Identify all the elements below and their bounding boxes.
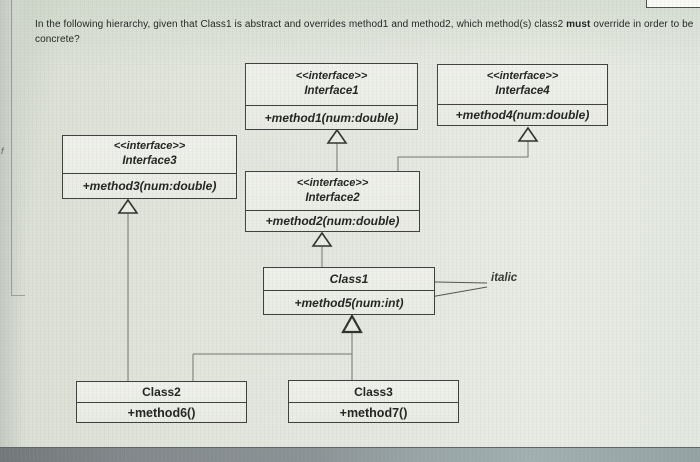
underlying-window-corner: [11, 295, 25, 296]
screen-left-edge: [0, 0, 26, 448]
question-must-emphasis: must: [566, 19, 591, 30]
edge-artifact-text: f: [1, 146, 4, 156]
method-label: +method6(): [127, 405, 196, 420]
connector-class2-class3-to-class1: [192, 332, 353, 381]
uml-box-interface2: <<interface>> Interface2 +method2(num:do…: [245, 171, 420, 232]
class-name-label: Class2: [142, 385, 181, 399]
uml-box-header: <<interface>> Interface4: [438, 65, 607, 105]
uml-box-class3: Class3 +method7(): [288, 380, 459, 423]
uml-box-class1: Class1 +method5(num:int): [263, 267, 435, 315]
stereotype-label: <<interface>>: [295, 70, 368, 83]
uml-box-header: Class1: [264, 268, 434, 291]
generalization-arrow-icon: [311, 231, 333, 247]
stereotype-label: <<interface>>: [296, 176, 369, 189]
generalization-arrow-icon: [326, 128, 348, 144]
connector-interface2-to-interface4: [397, 141, 529, 172]
uml-box-header: Class3: [289, 381, 458, 403]
class-name-label: Class1: [329, 272, 369, 286]
generalization-arrow-icon: [517, 126, 539, 142]
method-label: +method1(num:double): [264, 110, 399, 125]
question-text-after: override in order to be concrete?: [35, 19, 694, 45]
uml-box-header: <<interface>> Interface3: [63, 136, 236, 174]
uml-box-interface4: <<interface>> Interface4 +method4(num:do…: [437, 64, 608, 126]
uml-box-header: <<interface>> Interface1: [246, 64, 417, 106]
interface-name-label: Interface4: [495, 85, 550, 98]
method-label: +method3(num:double): [82, 179, 217, 193]
method-label: +method2(num:double): [265, 214, 400, 228]
uml-box-header: Class2: [77, 382, 246, 403]
method-label: +method5(num:int): [294, 295, 404, 310]
italic-annotation-label: italic: [491, 272, 518, 284]
method-label: +method7(): [339, 405, 408, 420]
interface-name-label: Interface2: [305, 191, 360, 204]
uml-box-class2: Class2 +method6(): [76, 381, 247, 423]
interface-name-label: Interface3: [122, 155, 177, 168]
generalization-arrow-icon: [341, 313, 363, 334]
generalization-arrow-icon: [117, 198, 139, 214]
stereotype-label: <<interface>>: [486, 70, 559, 83]
underlying-window-edge: [11, 0, 12, 295]
uml-box-interface3: <<interface>> Interface3 +method3(num:do…: [62, 135, 237, 199]
interface-name-label: Interface1: [304, 85, 359, 98]
uml-box-header: <<interface>> Interface2: [246, 172, 419, 211]
cutoff-dialog-fragment: [646, 0, 700, 8]
stereotype-label: <<interface>>: [113, 140, 186, 153]
method-label: +method4(num:double): [455, 108, 590, 122]
taskbar-strip: [0, 447, 700, 462]
uml-box-interface1: <<interface>> Interface1 +method1(num:do…: [245, 63, 418, 130]
class-name-label: Class3: [354, 384, 393, 399]
question-text: In the following hierarchy, given that C…: [35, 18, 695, 47]
question-text-before: In the following hierarchy, given that C…: [35, 19, 567, 30]
